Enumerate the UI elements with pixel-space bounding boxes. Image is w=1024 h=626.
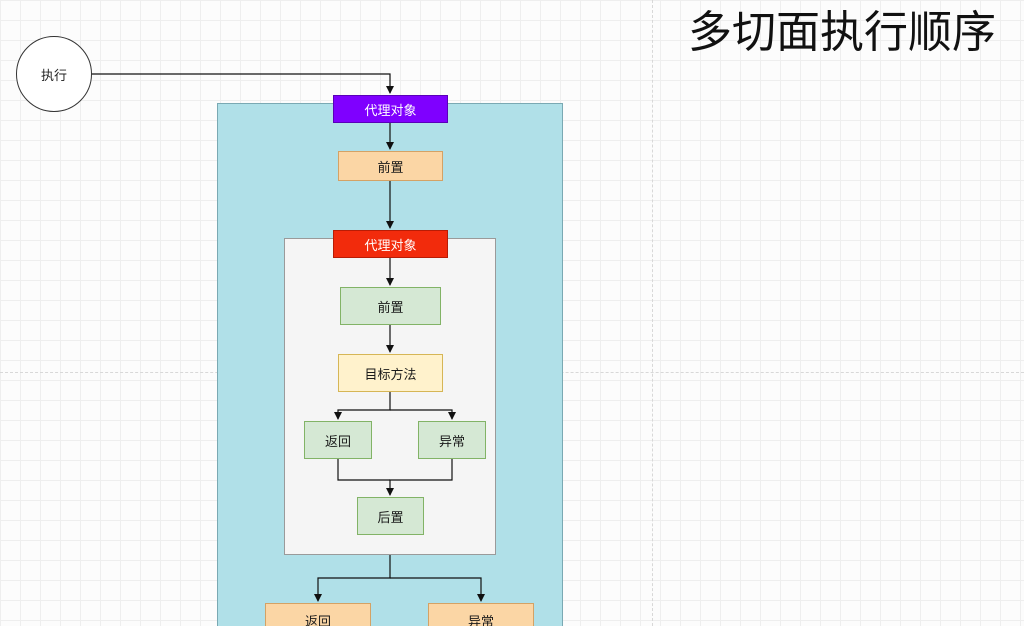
outer-return-label: 返回: [304, 614, 331, 626]
diagram-title: 多切面执行顺序: [688, 7, 996, 58]
inner-return-label: 返回: [324, 434, 351, 450]
outer-before-node[interactable]: 前置: [338, 151, 443, 181]
inner-exception-label: 异常: [438, 434, 465, 450]
inner-proxy-node[interactable]: 代理对象: [333, 230, 448, 258]
execute-node[interactable]: 执行: [16, 36, 92, 112]
inner-exception-node[interactable]: 异常: [418, 421, 486, 459]
execute-node-label: 执行: [40, 68, 67, 84]
inner-return-node[interactable]: 返回: [304, 421, 372, 459]
outer-exception-label: 异常: [467, 614, 494, 626]
inner-after-node[interactable]: 后置: [357, 497, 424, 535]
target-method-label: 目标方法: [364, 367, 417, 383]
outer-before-label: 前置: [377, 160, 404, 176]
outer-proxy-node[interactable]: 代理对象: [333, 95, 448, 123]
inner-after-label: 后置: [377, 510, 404, 526]
outer-return-node[interactable]: 返回: [265, 603, 371, 626]
inner-before-label: 前置: [377, 300, 404, 316]
outer-exception-node[interactable]: 异常: [428, 603, 534, 626]
inner-proxy-label: 代理对象: [364, 238, 417, 254]
target-method-node[interactable]: 目标方法: [338, 354, 443, 392]
outer-proxy-label: 代理对象: [364, 103, 417, 119]
inner-before-node[interactable]: 前置: [340, 287, 441, 325]
edge-execute-to-outer-proxy: [92, 73, 394, 94]
page-break-vertical: [652, 0, 653, 626]
